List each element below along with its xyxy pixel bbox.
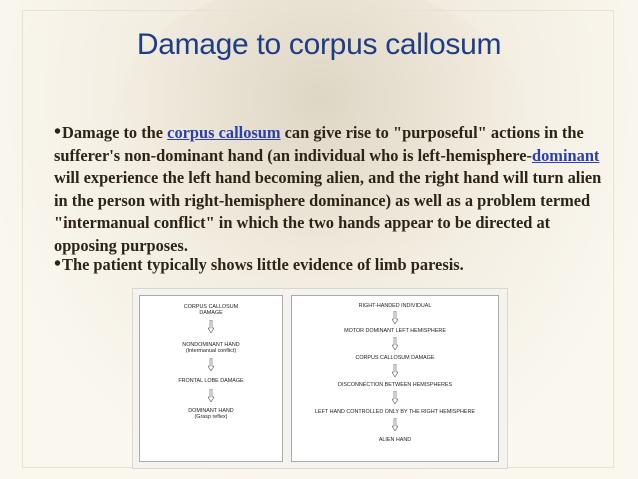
down-arrow-icon <box>392 364 398 377</box>
down-arrow-icon <box>208 358 214 371</box>
flow-node: RIGHT-HANDED INDIVIDUAL <box>358 303 432 309</box>
down-arrow-icon <box>392 391 398 404</box>
dominant-link[interactable]: dominant <box>531 145 600 165</box>
brain-background-image <box>110 0 530 280</box>
node-line: FRONTAL LOBE DAMAGE <box>178 378 244 384</box>
flow-node: FRONTAL LOBE DAMAGE <box>140 378 282 384</box>
paragraph-corpus-callosum-damage: •Damage to the corpus callosum can give … <box>54 122 614 257</box>
right-flowchart: RIGHT-HANDED INDIVIDUAL MOTOR DOMINANT L… <box>291 295 499 462</box>
node-line: DAMAGE <box>199 310 223 317</box>
down-arrow-icon <box>208 389 214 402</box>
down-arrow-icon <box>392 311 398 324</box>
down-arrow-icon <box>392 418 398 431</box>
corpus-callosum-link[interactable]: corpus callosum <box>167 123 281 142</box>
node-line: NONDOMINANT HAND <box>182 342 240 348</box>
node-line: CORPUS CALLOSUM <box>183 304 239 310</box>
paragraph1-part3: will experience the left hand becoming a… <box>54 168 602 255</box>
paragraph2-text: The patient typically shows little evide… <box>62 255 464 274</box>
flow-node: ALIEN HAND <box>378 437 412 443</box>
node-line: (Grasp reflex) <box>194 414 228 421</box>
paragraph-limb-paresis: •The patient typically shows little evid… <box>54 254 614 277</box>
bullet-icon: • <box>54 121 62 143</box>
down-arrow-icon <box>392 337 398 350</box>
paragraph1-part2: can give rise to "purposeful" actions in… <box>54 123 584 165</box>
flow-node: LEFT HAND CONTROLLED ONLY BY THE RIGHT H… <box>315 409 475 415</box>
slide-title: Damage to corpus callosum <box>136 28 502 61</box>
paragraph1-part1: Damage to the <box>62 123 168 142</box>
flow-node: CORPUS CALLOSUM DAMAGE <box>355 355 435 361</box>
flow-node: DISCONNECTION BETWEEN HEMISPHERES <box>337 382 453 388</box>
flow-node: MOTOR DOMINANT LEFT HEMISPHERE <box>344 328 446 334</box>
bullet-icon: • <box>54 253 62 275</box>
node-line: (Intermanual conflict) <box>185 348 237 355</box>
flow-node: NONDOMINANT HAND(Intermanual conflict) <box>140 342 282 355</box>
down-arrow-icon <box>208 320 214 333</box>
node-line: DOMINANT HAND <box>188 408 234 414</box>
flow-node: DOMINANT HAND(Grasp reflex) <box>140 408 282 421</box>
